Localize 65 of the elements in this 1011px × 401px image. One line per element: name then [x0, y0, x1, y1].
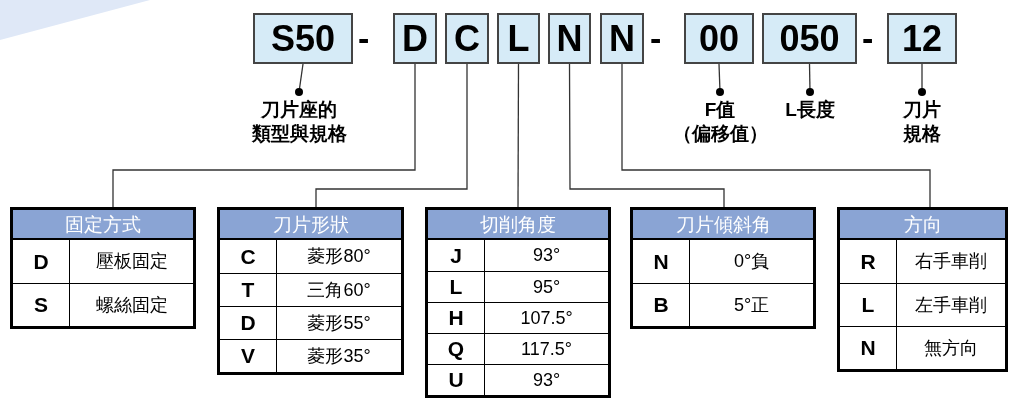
code-cell: N	[840, 327, 897, 369]
description-cell-text: 菱形35°	[306, 344, 372, 368]
code-cell: D	[13, 240, 70, 283]
code-box: N	[600, 13, 644, 64]
code-cell: L	[840, 284, 897, 326]
code-table	[837, 207, 1008, 372]
code-cell: R	[840, 240, 897, 283]
code-cell: V	[220, 340, 277, 372]
description-cell-text: 93°	[531, 244, 562, 267]
callout-text: 刀片規格	[901, 92, 943, 154]
table-header: 切削角度	[428, 210, 608, 240]
code-cell: B	[633, 284, 690, 326]
code-cell: S	[13, 284, 70, 326]
code-cell: N	[633, 240, 690, 283]
description-cell-text: 95°	[531, 275, 562, 299]
code-cell: J	[428, 240, 485, 271]
code-cell: Q	[428, 334, 485, 364]
code-cell: H	[428, 303, 485, 333]
separator-dash: -	[358, 18, 370, 58]
description-cell-text: 菱形80°	[306, 245, 372, 268]
code-box: 00	[684, 13, 754, 64]
leader-line	[295, 63, 304, 96]
leader-line	[716, 63, 724, 96]
code-cell: D	[220, 307, 277, 339]
code-cell: T	[220, 274, 277, 306]
separator-dash: -	[650, 18, 662, 58]
description-cell-text: 左手車削	[914, 293, 988, 317]
code-box: C	[445, 13, 489, 64]
code-table	[630, 207, 816, 329]
description-cell-text: 螺絲固定	[94, 293, 169, 317]
separator-dash: -	[862, 18, 874, 58]
code-table	[10, 207, 196, 329]
table-header: 固定方式	[13, 210, 193, 240]
connector-line	[568, 63, 725, 208]
code-cell: U	[428, 365, 485, 395]
description-cell-text: 93°	[531, 368, 562, 392]
description-cell-text: 三角60°	[306, 278, 372, 302]
code-box: L	[497, 13, 540, 64]
description-cell-text: 107.5°	[519, 306, 574, 330]
code-box: N	[548, 13, 591, 64]
description-cell-text: 壓板固定	[94, 250, 169, 273]
code-cell: L	[428, 272, 485, 302]
code-table	[425, 207, 611, 398]
table-header: 刀片傾斜角	[633, 210, 813, 240]
description-cell-text: 無方向	[923, 336, 979, 360]
leader-line	[918, 63, 926, 96]
code-table	[217, 207, 404, 375]
code-box: D	[393, 13, 437, 64]
code-box: 12	[887, 13, 957, 64]
description-cell-text: 117.5°	[520, 337, 573, 361]
connector-line	[112, 63, 416, 208]
description-cell-text: 0°負	[732, 250, 771, 273]
connector-line	[315, 63, 468, 208]
table-header: 刀片形狀	[220, 210, 401, 240]
code-cell: C	[220, 240, 277, 273]
code-box: 050	[762, 13, 857, 64]
description-cell-text: 菱形55°	[306, 311, 372, 335]
description-cell-text: 右手車削	[914, 250, 988, 273]
callout-text: 刀片座的 類型與規格	[229, 92, 369, 154]
code-box: S50	[253, 13, 353, 64]
connector-line	[621, 63, 931, 208]
leader-line	[806, 63, 814, 96]
table-header: 方向	[840, 210, 1005, 240]
description-cell-text: 5°正	[732, 293, 771, 317]
connector-line	[517, 63, 520, 208]
